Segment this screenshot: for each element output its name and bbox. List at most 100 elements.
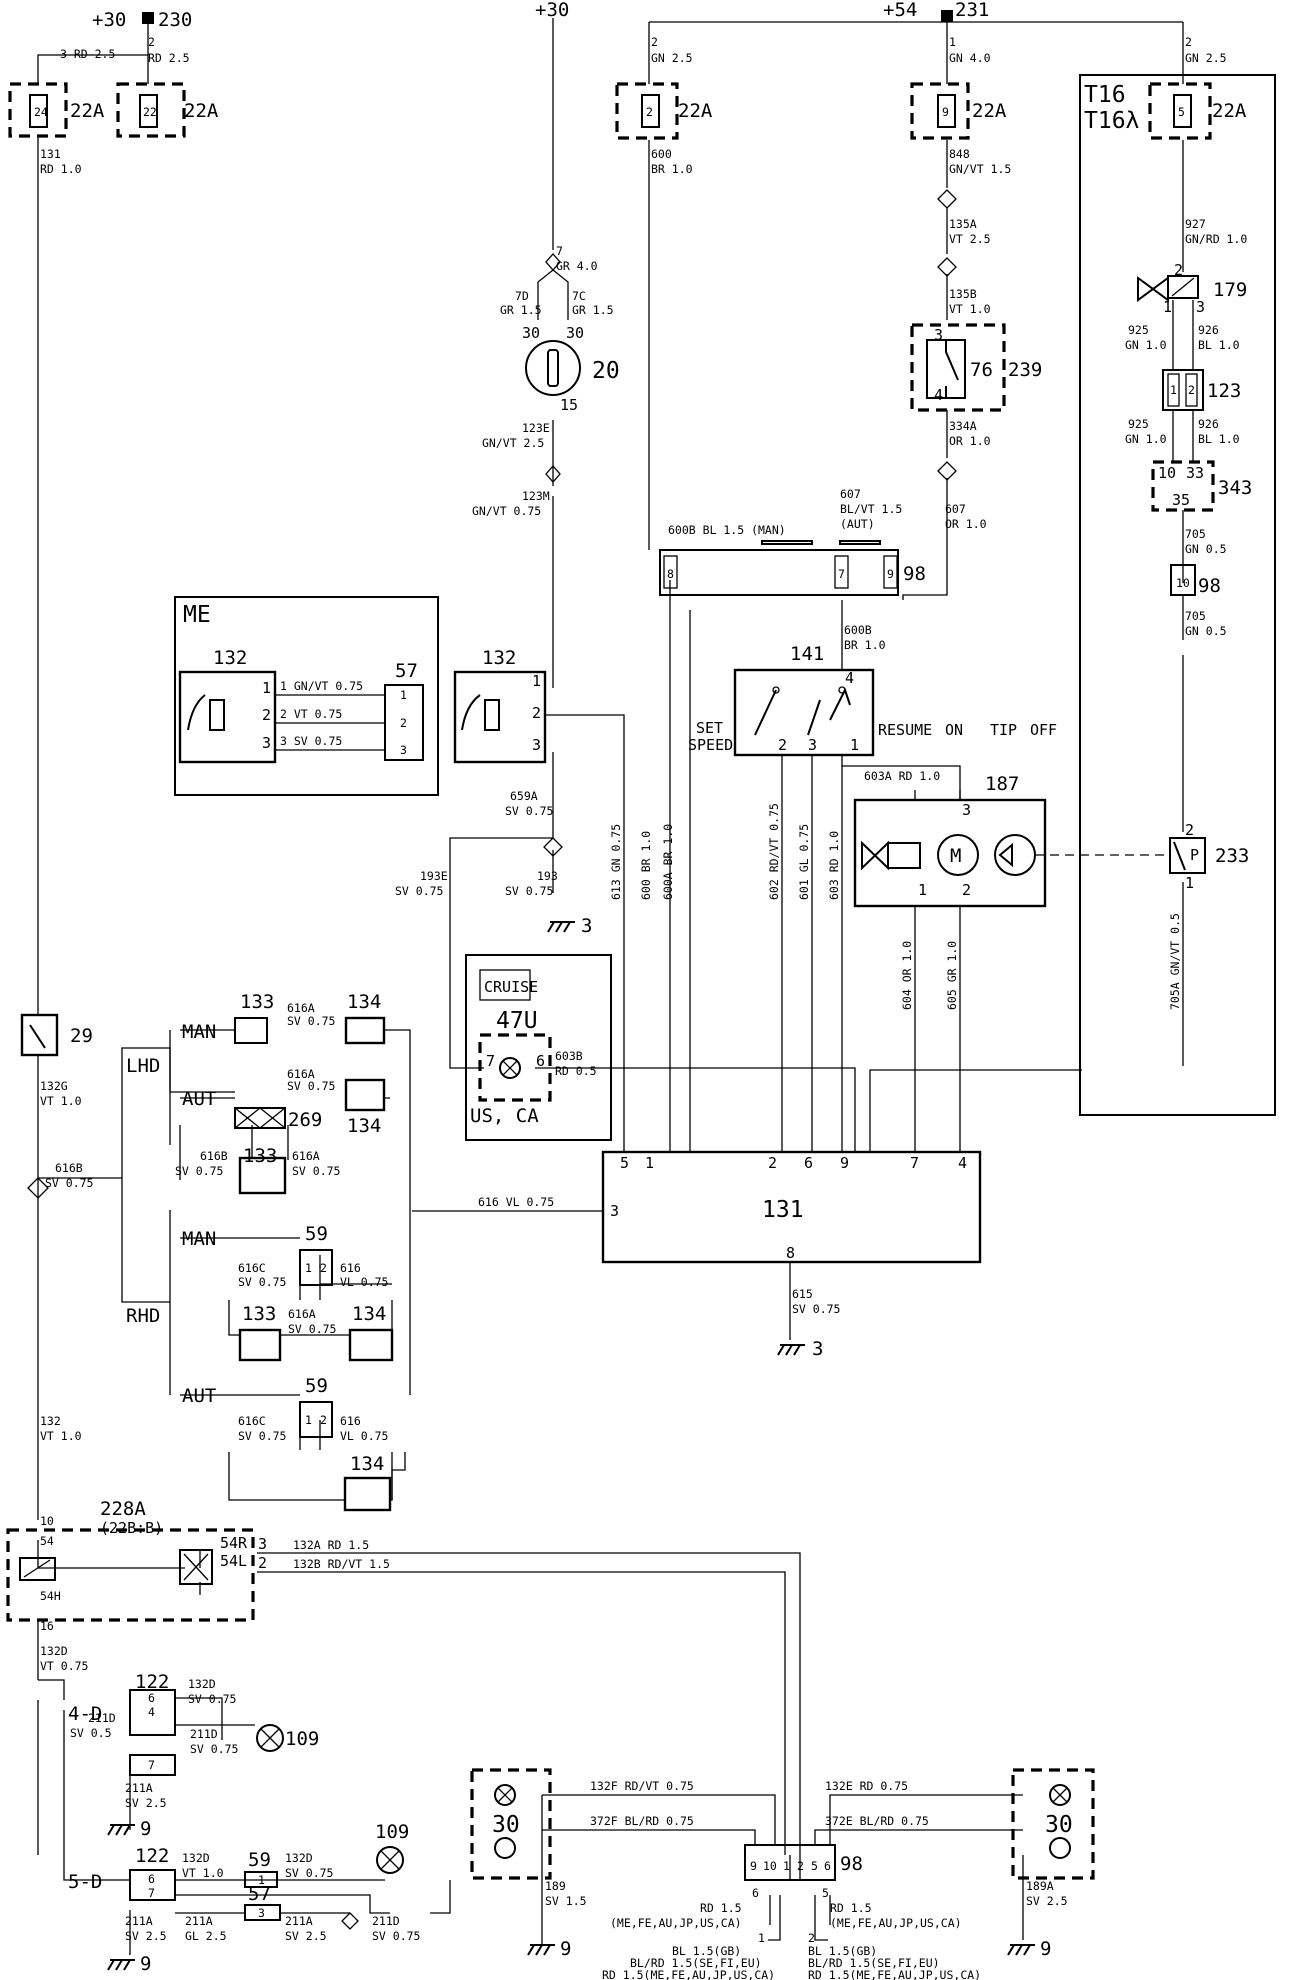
wire-label-vertical: 604 OR 1.0 bbox=[900, 941, 914, 1010]
wire-label: SV 0.75 bbox=[175, 1164, 223, 1178]
wire-label: SV 1.5 bbox=[545, 1894, 587, 1908]
fuse-9-rating: 22A bbox=[972, 100, 1007, 122]
wire-label: SV 0.75 bbox=[238, 1275, 286, 1289]
wire-label: 132D bbox=[182, 1851, 210, 1865]
connector-98-bottom: 98 bbox=[744, 1844, 863, 1881]
wire-label: RD 0.5 bbox=[555, 1064, 597, 1078]
pin-label: 7 bbox=[910, 1154, 919, 1172]
wire-label: 616B bbox=[200, 1149, 228, 1163]
pin-label: 4 bbox=[934, 386, 943, 404]
pin-label: 4 bbox=[148, 1705, 155, 1719]
pin-label: 6 bbox=[148, 1872, 155, 1886]
wire-label: RD 1.0 bbox=[40, 162, 82, 176]
wire-label: 132F RD/VT 0.75 bbox=[590, 1779, 694, 1793]
wire-label: VT 2.5 bbox=[949, 232, 991, 246]
pin-label: 2 bbox=[1174, 261, 1183, 279]
wire-label: SV 0.5 bbox=[70, 1726, 112, 1740]
wire-label-vertical: 605 GR 1.0 bbox=[945, 941, 959, 1010]
fuse-2: 2 22A bbox=[615, 82, 713, 140]
pin-label: 6 bbox=[536, 1052, 545, 1070]
component-131-label: 131 bbox=[762, 1197, 804, 1223]
wire-label: SV 0.75 bbox=[505, 884, 553, 898]
wire-label-vertical: 600 BR 1.0 bbox=[639, 831, 653, 900]
pin-label: 6 bbox=[148, 1691, 155, 1705]
pin-label: 3 bbox=[400, 743, 407, 757]
fuse-5-rating: 22A bbox=[1212, 100, 1247, 122]
wire-label: BL 1.5(GB) bbox=[808, 1944, 877, 1958]
wire-label: 3 RD 2.5 bbox=[60, 47, 115, 61]
wire-label: GN 0.5 bbox=[1185, 624, 1227, 638]
splice-points bbox=[27, 189, 957, 1930]
component-122a-label: 122 bbox=[135, 1671, 169, 1693]
component-228a-label: 228A bbox=[100, 1498, 146, 1520]
wire-label: (ME,FE,AU,JP,US,CA) bbox=[830, 1916, 962, 1930]
wire-label: 16 bbox=[40, 1619, 54, 1633]
me-label: ME bbox=[183, 602, 211, 628]
wire-label: (AUT) bbox=[840, 517, 875, 531]
pin-label: 9 bbox=[750, 1859, 757, 1873]
pin-label: 1 bbox=[1163, 298, 1172, 316]
wire-label: 926 bbox=[1198, 417, 1219, 431]
cruise-label: CRUISE bbox=[484, 978, 538, 996]
lhd-group: 133 134 134 269 133 bbox=[234, 991, 386, 1195]
wire-label: 211A bbox=[185, 1914, 213, 1928]
fuse-24-rating: 22A bbox=[70, 100, 105, 122]
wire-label: 7D bbox=[515, 289, 529, 303]
component-141-label: 141 bbox=[790, 643, 824, 665]
wire-label: 927 bbox=[1185, 217, 1206, 231]
wire-label: 616 VL 0.75 bbox=[478, 1195, 554, 1209]
speed-label: SPEED bbox=[688, 736, 733, 754]
pin-label: 30 bbox=[522, 324, 540, 342]
wire-label: 616A bbox=[288, 1307, 316, 1321]
wire-label: 54 bbox=[40, 1534, 54, 1548]
wire-label: 334A bbox=[949, 419, 977, 433]
wire-label: 926 bbox=[1198, 323, 1219, 337]
wire-label: 1 bbox=[949, 35, 956, 49]
wire-label: 189 bbox=[545, 1879, 566, 1893]
wire-label: 1 GN/VT 0.75 bbox=[280, 679, 363, 693]
wire-label-vertical: 601 GL 0.75 bbox=[797, 824, 811, 900]
wire-label: SV 0.75 bbox=[287, 1014, 335, 1028]
pin-label: 9 bbox=[840, 1154, 849, 1172]
wire-label: 7 bbox=[556, 244, 563, 258]
indicator-47u: CRUISE 47U US, CA bbox=[465, 954, 612, 1141]
relay-76-239: 76 239 bbox=[910, 323, 1042, 412]
wire-label: SV 0.75 bbox=[285, 1866, 333, 1880]
wire-label: VT 1.0 bbox=[40, 1429, 82, 1443]
supply-plus30-left: +30 bbox=[92, 9, 126, 31]
wire-label: GN/VT 0.75 bbox=[472, 504, 541, 518]
wire-label: SV 0.75 bbox=[238, 1429, 286, 1443]
wire-label: 211A bbox=[125, 1914, 153, 1928]
set-label: SET bbox=[696, 719, 723, 737]
wire-label: 211D bbox=[190, 1727, 218, 1741]
ignition-switch-20: 20 bbox=[525, 340, 620, 396]
aut-label-2: AUT bbox=[182, 1385, 216, 1407]
component-59b-label: 59 bbox=[305, 1375, 328, 1397]
component-343-label: 343 bbox=[1218, 477, 1252, 499]
wire-label: 705 bbox=[1185, 609, 1206, 623]
fuse-24-number: 24 bbox=[34, 105, 48, 119]
wire-label: 616C bbox=[238, 1261, 266, 1275]
wire-label: 3 SV 0.75 bbox=[280, 734, 342, 748]
pin-label: 2 bbox=[1188, 383, 1195, 397]
component-109a-label: 109 bbox=[285, 1728, 319, 1750]
component-76-label: 76 bbox=[970, 359, 993, 381]
pin-label: 9 bbox=[887, 567, 894, 581]
component-122b-label: 122 bbox=[135, 1845, 169, 1867]
pin-label: 7 bbox=[486, 1052, 495, 1070]
component-47u-label: 47U bbox=[496, 1008, 538, 1034]
pin-label: 7 bbox=[148, 1758, 155, 1772]
brake-switch-29: 29 bbox=[20, 1013, 93, 1057]
wire-label: GN/VT 1.5 bbox=[949, 162, 1011, 176]
pin-label: 3 bbox=[808, 736, 817, 754]
relay-228a: 228A (22B:B) bbox=[6, 1498, 255, 1622]
component-132b-label: 132 bbox=[482, 647, 516, 669]
wire-label: RD 1.5(ME,FE,AU,JP,US,CA) bbox=[602, 1968, 775, 1980]
wire-label: SV 2.5 bbox=[125, 1796, 167, 1810]
pin-label: 7 bbox=[838, 567, 845, 581]
pin-label: 3 bbox=[1196, 298, 1205, 316]
pin-label: 3 bbox=[962, 801, 971, 819]
fuse-5: 5 22A bbox=[1148, 82, 1247, 140]
wire-label: 2 bbox=[808, 1931, 815, 1945]
component-134a-label: 134 bbox=[347, 991, 381, 1013]
